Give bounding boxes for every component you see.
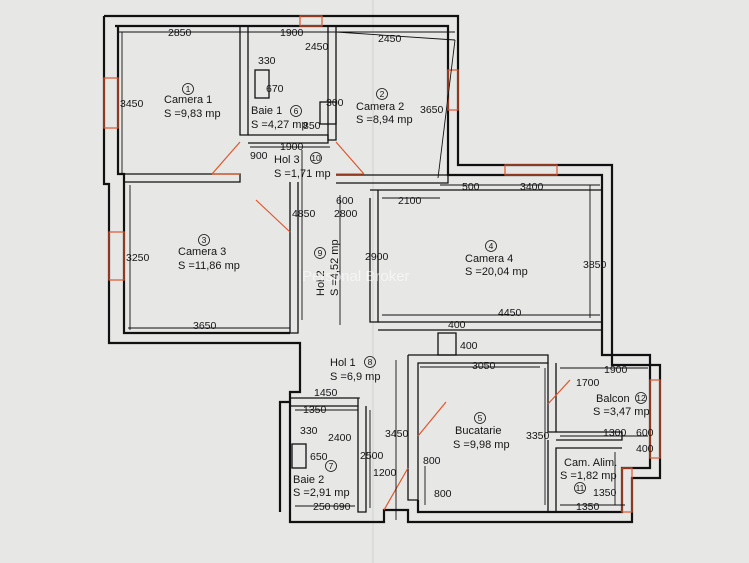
- dim-label: 2400: [328, 432, 352, 444]
- room-name-cam-alim: Cam. Alim.: [564, 457, 617, 469]
- room-num-camera-2: 2: [380, 89, 385, 99]
- room-area-hol-2: S =4,52 mp: [329, 239, 341, 296]
- room-name-camera-4: Camera 4: [465, 253, 513, 265]
- dim-label: 800: [423, 455, 441, 467]
- dim-label: 3400: [520, 181, 544, 193]
- dim-label: 1900: [604, 364, 628, 376]
- dim-label: 1350: [593, 487, 617, 499]
- room-area-cam-alim: S =1,82 mp: [560, 470, 617, 482]
- dim-label: 2500: [360, 450, 384, 462]
- inner-walls: [118, 26, 623, 513]
- dimension-lines: [118, 31, 648, 520]
- room-area-camera-2: S =8,94 mp: [356, 114, 413, 126]
- watermark: Personal Broker: [302, 268, 410, 285]
- room-area-camera-3: S =11,86 mp: [178, 260, 240, 272]
- dim-label: 3250: [126, 252, 150, 264]
- room-num-cam-alim: 11: [576, 483, 585, 493]
- dim-label: 1700: [576, 377, 600, 389]
- dim-label: 850: [303, 120, 321, 132]
- dim-label: 4450: [498, 307, 522, 319]
- room-num-camera-1: 1: [186, 84, 191, 94]
- dim-label: 500: [462, 181, 480, 193]
- dim-label: 400: [448, 319, 466, 331]
- room-num-baie-1: 6: [294, 106, 299, 116]
- dim-label: 4850: [292, 208, 316, 220]
- room-area-hol-3: S =1,71 mp: [274, 168, 331, 180]
- room-area-baie-1: S =4,27 mp: [251, 119, 308, 131]
- room-area-bucatarie: S =9,98 mp: [453, 439, 510, 451]
- dim-label: 670: [266, 83, 284, 95]
- dim-label: 1900: [280, 27, 304, 39]
- dim-label: 1200: [373, 467, 397, 479]
- dim-label: 1900: [280, 141, 304, 153]
- dim-label: 1350: [576, 501, 600, 513]
- dim-label: 3450: [385, 428, 409, 440]
- room-num-baie-2: 7: [329, 461, 334, 471]
- dim-label: 2450: [305, 41, 329, 53]
- room-name-balcon: Balcon: [596, 393, 630, 405]
- dim-label: 400: [460, 340, 478, 352]
- windows: [103, 15, 661, 513]
- dim-label: 2900: [365, 251, 389, 263]
- room-name-baie-2: Baie 2: [293, 474, 324, 486]
- dim-label: 2100: [398, 195, 422, 207]
- room-num-balcon: 12: [636, 393, 646, 403]
- dim-label: 3350: [526, 430, 550, 442]
- dim-label: 1350: [303, 404, 327, 416]
- room-name-baie-1: Baie 1: [251, 105, 282, 117]
- dim-label: 3050: [472, 360, 496, 372]
- dim-label: 2850: [168, 27, 192, 39]
- room-name-hol-2: Hol 2: [315, 270, 327, 296]
- room-area-camera-1: S =9,83 mp: [164, 108, 221, 120]
- room-number-markers: [182, 83, 647, 494]
- dim-label: 3450: [120, 98, 144, 110]
- dim-label: 330: [258, 55, 276, 67]
- room-labels: Camera 1 S =9,83 mp Camera 2 S =8,94 mp …: [164, 94, 650, 499]
- dim-label: 650: [310, 451, 328, 463]
- dim-label: 300: [326, 97, 344, 109]
- dim-label: 600: [636, 427, 654, 439]
- dim-label: 2450: [378, 33, 402, 45]
- dimension-labels: 2850 1900 2450 2450 330 670 300 3450 365…: [120, 27, 654, 513]
- dim-label: 250: [313, 501, 331, 513]
- doors: [211, 141, 571, 511]
- dim-label: 400: [636, 443, 654, 455]
- room-num-camera-4: 4: [489, 241, 494, 251]
- room-area-hol-1: S =6,9 mp: [330, 371, 380, 383]
- room-area-balcon: S =3,47 mp: [593, 406, 650, 418]
- dim-label: 800: [434, 488, 452, 500]
- dim-label: 330: [300, 425, 318, 437]
- room-area-camera-4: S =20,04 mp: [465, 266, 528, 278]
- room-name-camera-3: Camera 3: [178, 246, 226, 258]
- room-num-hol-2: 9: [318, 248, 323, 258]
- room-name-camera-1: Camera 1: [164, 94, 212, 106]
- room-name-bucatarie: Bucatarie: [455, 425, 501, 437]
- room-area-baie-2: S =2,91 mp: [293, 487, 350, 499]
- dim-label: 600: [336, 195, 354, 207]
- room-num-hol-1: 8: [368, 357, 373, 367]
- dim-label: 3650: [193, 320, 217, 332]
- room-name-hol-1: Hol 1: [330, 357, 356, 369]
- dim-label: 900: [250, 150, 268, 162]
- room-num-camera-3: 3: [202, 235, 207, 245]
- dim-label: 1300: [603, 427, 627, 439]
- room-num-bucatarie: 5: [478, 413, 483, 423]
- dim-label: 3850: [583, 259, 607, 271]
- room-name-hol-3: Hol 3: [274, 154, 300, 166]
- dim-label: 2800: [334, 208, 358, 220]
- dim-label: 1450: [314, 387, 338, 399]
- room-name-camera-2: Camera 2: [356, 101, 404, 113]
- dim-label: 3650: [420, 104, 444, 116]
- room-numbers: 1 2 3 4 5 6 7 8 9 10 11 12: [186, 84, 646, 493]
- dim-label: 690: [333, 501, 351, 513]
- room-num-hol-3: 10: [311, 153, 321, 163]
